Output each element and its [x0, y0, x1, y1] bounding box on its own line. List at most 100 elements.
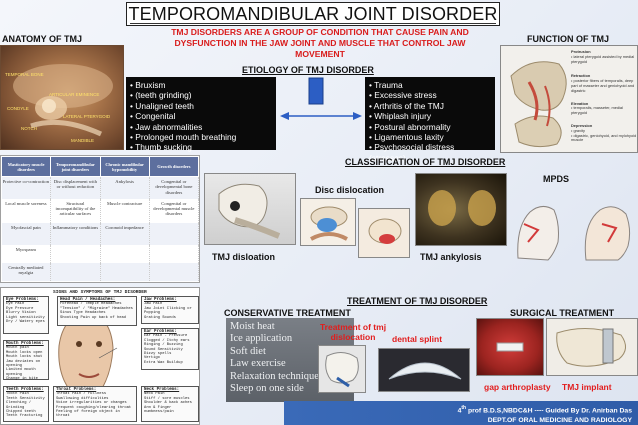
etiology-item: Trauma: [369, 80, 491, 90]
symptom-item: Limited mouth opening: [6, 368, 36, 377]
function-note: Retraction: [571, 73, 591, 79]
symptom-item: Dry / Watery eyes: [6, 320, 45, 325]
symptom-item: Forehead / Temple Headaches: [60, 302, 122, 307]
gap-arthroplasty-image: [476, 318, 544, 376]
etiology-item: Arthritis of the TMJ: [369, 101, 491, 111]
treatment-heading: TREATMENT OF TMJ DISORDER: [347, 296, 488, 306]
table-cell: Local muscle soreness: [1, 198, 52, 223]
function-note: • lateral pterygoid assisted by medial p…: [571, 53, 635, 64]
signs-symptoms-panel: SIGNS AND SYMPTOMS OF TMJ DISORDER Eye P…: [0, 287, 200, 425]
symptom-title: Mouth Problems:: [6, 342, 44, 346]
symptom-item: Stiff / sore muscles: [144, 396, 190, 401]
table-cell: [50, 262, 101, 281]
function-note: • digastric, geniohyoid, and mylohyoid m…: [571, 132, 637, 143]
table-cell: Structural incompatibility of the articu…: [50, 198, 101, 223]
etiology-item: Unaligned teeth: [130, 101, 272, 111]
page-title: TEMPOROMANDIBULAR JOINT DISORDER: [126, 2, 500, 26]
symptom-title: Ear Problems:: [144, 330, 177, 334]
symptom-item: Jaw Pain: [144, 302, 163, 307]
symptom-box-teeth: Teeth Problems: Tooth Pain Teeth Sensiti…: [3, 386, 49, 422]
symptom-item: Dizzy spells: [144, 352, 172, 357]
symptom-box-eye: Eye Problems: Eye Pain Eye Pressure Blur…: [3, 296, 49, 334]
symptom-item: Voice irregularities or changes: [56, 401, 127, 406]
etiology-item: (teeth grinding): [130, 90, 272, 100]
symptom-box-neck: Neck Problems: Neck Pain Stiff / sore mu…: [141, 386, 199, 422]
table-cell: [149, 262, 199, 281]
symptom-item: Jaw Joint Clicking or Popping: [144, 306, 192, 316]
table-cell: Inflammatory conditions: [50, 222, 101, 245]
classification-table: Masticatory muscle disorders Temporomand…: [0, 155, 200, 283]
function-heading: FUNCTION OF TMJ: [527, 34, 609, 44]
symptom-item: Mouth pain: [6, 346, 29, 351]
mpds-label: MPDS: [543, 174, 570, 184]
dental-splint-label: dental splint: [392, 334, 443, 344]
function-note: Depression: [571, 122, 593, 128]
function-note: • posterior fibers of temporalis, deep p…: [571, 78, 635, 93]
anatomy-label-condyle: CONDYLE: [7, 106, 29, 111]
footer-line-2: DEPT.OF ORAL MEDICINE AND RADIOLOGY: [487, 417, 632, 425]
footer-credit: prof B.D.S,NBDC&H ---- Guided By Dr. Ani…: [466, 407, 632, 415]
symptom-title: Eye Problems:: [6, 298, 39, 302]
anatomy-label-notch: NOTCH: [21, 126, 37, 131]
table-cell: Centrally mediated myalgia: [1, 262, 52, 281]
surgical-heading: SURGICAL TREATMENT: [510, 308, 615, 318]
table-cell: [100, 262, 150, 281]
etiology-item: Bruxism: [130, 80, 272, 90]
symptom-item: Blurry Vision: [6, 311, 36, 316]
table-cell: Myospasm: [1, 244, 52, 263]
symptom-item: "Tension" / "Migraine" Headaches: [60, 306, 133, 311]
footer-banner: 4th prof B.D.S,NBDC&H ---- Guided By Dr.…: [284, 401, 638, 425]
anatomy-label-eminence: ARTICULAR EMINENCE: [49, 92, 100, 97]
table-cell: [149, 244, 199, 263]
tmj-ankylosis-label: TMJ ankylosis: [420, 252, 482, 262]
symptom-title: Throat Problems:: [56, 388, 97, 392]
dental-splint-image: [378, 348, 470, 392]
table-cell: Disc displacement with or without reduct…: [50, 176, 101, 199]
table-header: Masticatory muscle disorders: [1, 156, 52, 177]
table-header: Growth disorders: [148, 156, 199, 177]
conservative-item: Ice application: [230, 333, 293, 345]
disc-dislocation-image-1: [300, 198, 356, 246]
conservative-heading: CONSERVATIVE TREATMENT: [224, 308, 351, 318]
anatomy-label-pterygoid: LATERAL PTERYGOID: [63, 114, 111, 119]
footer-year: 4: [457, 407, 462, 415]
disc-dislocation-image-2: [358, 208, 410, 258]
symptom-item: Throat Pain / Fullness: [56, 392, 107, 397]
table-header: Chronic mandibular hypomobility: [99, 156, 150, 177]
conservative-item: Soft diet: [230, 345, 266, 357]
table-cell: Muscle contracture: [100, 198, 150, 223]
disc-dislocation-label: Disc dislocation: [315, 185, 385, 195]
definition-text: TMJ DISORDERS ARE A GROUP OF CONDITION T…: [171, 27, 469, 59]
anatomy-label-mandible: MANDIBLE: [71, 138, 95, 143]
classification-heading: CLASSIFICATION OF TMJ DISORDER: [345, 157, 506, 167]
symptom-title: Head Pain / Headaches:: [60, 298, 116, 302]
symptom-item: Clenching / Grinding: [6, 401, 32, 410]
symptom-item: Shoulder & back aches: [144, 401, 192, 406]
symptom-title: Teeth Problems:: [6, 388, 44, 392]
etiology-item: Thumb sucking: [130, 142, 272, 152]
symptom-box-jaw: Jaw Problems: Jaw Pain Jaw Joint Clickin…: [141, 296, 199, 324]
table-cell: Coronoid impedance: [100, 222, 150, 245]
conservative-item: Relaxation techniques: [230, 370, 324, 382]
dislocation-treatment-image: [318, 345, 366, 393]
etiology-item: Psychosocial distress (stresses): [369, 142, 491, 163]
footer-sup: th: [461, 405, 467, 411]
etiology-right-box: Trauma Excessive stress Arthritis of the…: [365, 77, 495, 163]
conservative-item: Moist heat: [230, 321, 275, 332]
symptom-item: Tooth Pain: [6, 392, 29, 397]
etiology-item: Postural abnormality: [369, 122, 491, 132]
etiology-left-box: Bruxism (teeth grinding) Unaligned teeth…: [126, 77, 276, 152]
tmj-dislocation-label: TMJ disloation: [212, 252, 275, 262]
symptom-item: Eye Pressure: [6, 306, 34, 311]
symptom-item: Neck Pain: [144, 392, 165, 397]
etiology-item: Ligamentous laxity: [369, 132, 491, 142]
symptom-title: Jaw Problems:: [144, 298, 177, 302]
table-cell: Ankylosis: [100, 176, 150, 199]
symptom-box-ear: Ear Problems: Ear Pain - Pressure Clogge…: [141, 328, 199, 370]
table-cell: Protective co-contraction: [1, 176, 52, 199]
symptom-item: Vertigo: [144, 356, 160, 361]
anatomy-heading: ANATOMY OF TMJ: [2, 34, 83, 44]
dislocation-treatment-label: Treatment of tmj dislocation: [319, 322, 387, 342]
symptom-item: Eye Pain: [6, 302, 25, 307]
gap-arthroplasty-label: gap arthroplasty: [484, 382, 551, 392]
